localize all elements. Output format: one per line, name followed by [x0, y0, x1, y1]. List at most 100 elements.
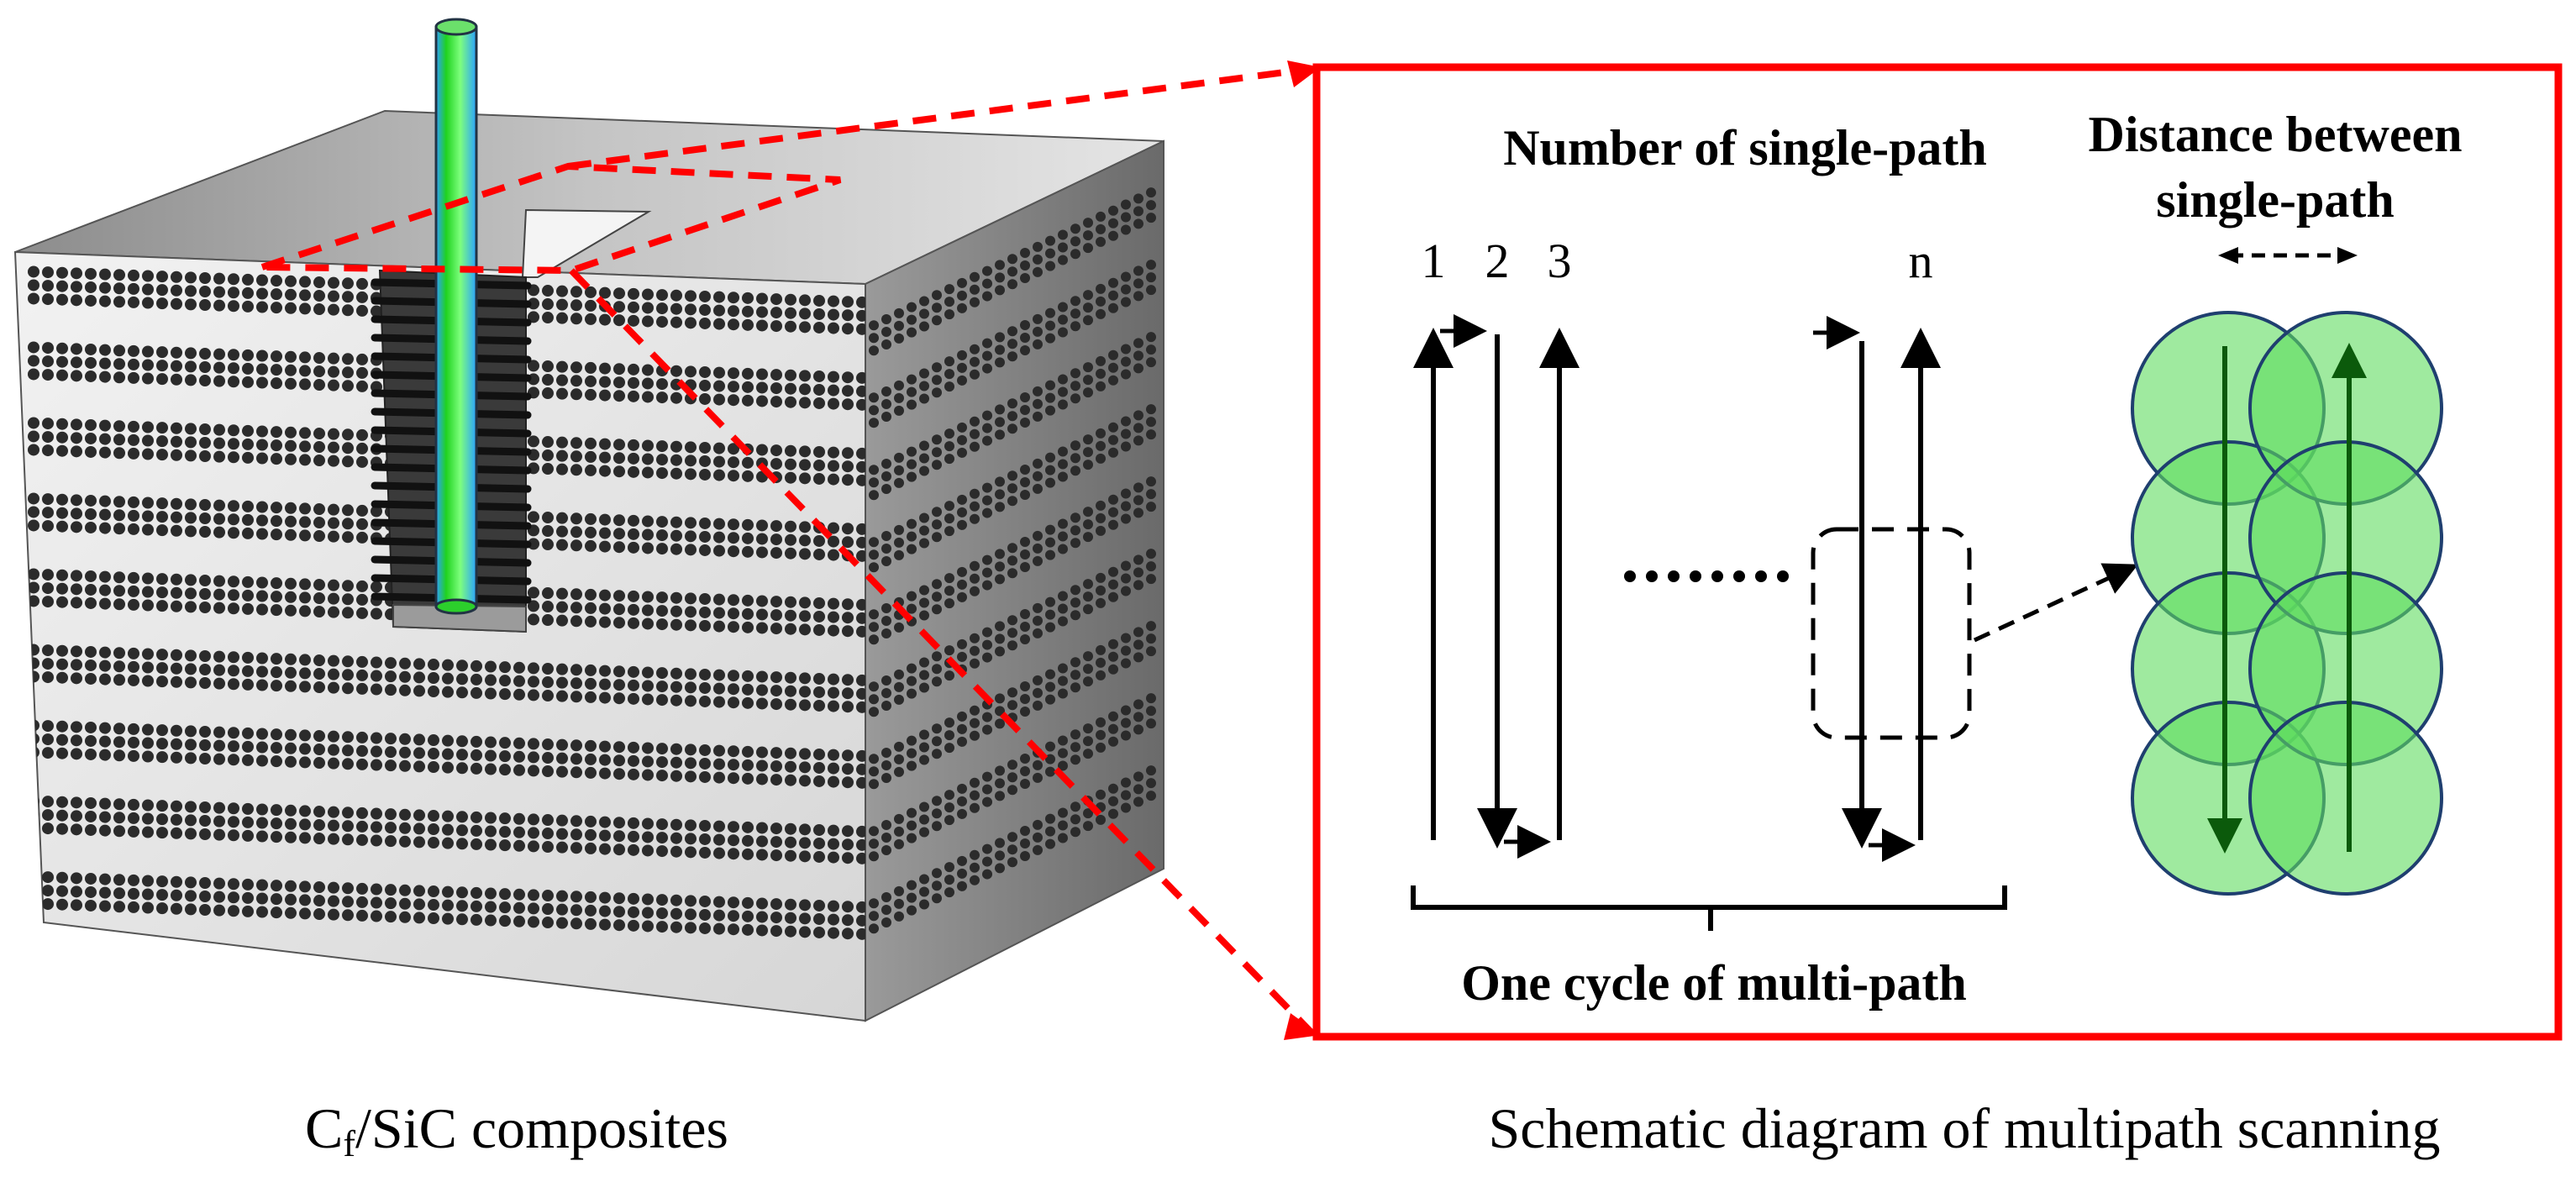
fiber-dot: [542, 765, 554, 778]
fiber-dot: [856, 323, 865, 335]
fiber-dot: [185, 574, 197, 586]
fiber-dot: [328, 579, 339, 591]
fiber-dot: [285, 453, 297, 465]
fiber-dot: [385, 746, 397, 759]
fiber-dot: [785, 520, 796, 533]
fiber-dot: [556, 601, 568, 613]
fiber-dot: [1070, 682, 1080, 693]
fiber-dot: [756, 292, 768, 305]
fiber-dot: [881, 399, 891, 410]
fiber-dot: [670, 907, 682, 920]
fiber-dot: [299, 276, 311, 288]
fiber-dot: [957, 277, 967, 288]
fiber-dot: [685, 681, 697, 694]
fiber-dot: [1020, 248, 1030, 259]
fiber-dot: [742, 834, 754, 847]
fiber-dot: [799, 370, 811, 382]
fiber-dot: [1083, 447, 1093, 458]
fiber-dot: [42, 355, 54, 368]
fiber-dot: [1033, 386, 1043, 397]
fiber-dot: [185, 903, 197, 916]
fiber-dot: [699, 908, 711, 921]
fiber-dot: [271, 804, 282, 817]
fiber-dot: [213, 877, 225, 890]
fiber-dot: [285, 742, 297, 754]
fiber-dot: [1121, 573, 1131, 584]
fiber-dot: [556, 614, 568, 627]
fiber-dot: [799, 850, 811, 863]
fiber-dot: [1007, 785, 1017, 796]
fiber-dot: [85, 672, 97, 685]
fiber-dot: [442, 823, 454, 836]
fiber-dot: [328, 592, 339, 605]
fiber-dot: [271, 275, 282, 287]
fiber-dot: [1096, 223, 1106, 234]
fiber-dot: [1007, 254, 1017, 265]
fiber-dot: [299, 654, 311, 666]
fiber-dot: [813, 370, 825, 382]
fiber-dot: [213, 602, 225, 614]
fiber-dot: [28, 430, 39, 443]
fiber-dot: [1121, 501, 1131, 512]
fiber-dot: [813, 761, 825, 774]
fiber-dot: [528, 840, 539, 853]
fiber-dot: [1096, 597, 1106, 608]
fiber-dot: [785, 849, 796, 862]
fiber-dot: [1045, 235, 1055, 246]
fiber-dot: [113, 736, 125, 749]
fiber-dot: [342, 580, 354, 592]
fiber-dot: [1108, 519, 1118, 530]
fiber-dot: [1108, 808, 1118, 819]
fiber-dot: [713, 922, 725, 935]
fiber-dot: [907, 892, 917, 903]
fiber-dot: [1020, 392, 1030, 403]
fiber-dot: [113, 523, 125, 535]
fiber-dot: [56, 809, 68, 822]
fiber-dot: [813, 472, 825, 485]
fiber-dot: [685, 592, 697, 605]
fiber-dot: [856, 536, 865, 549]
fiber-dot: [813, 926, 825, 938]
fiber-dot: [171, 373, 182, 386]
fiber-dot: [670, 770, 682, 782]
fiber-dot: [1133, 278, 1143, 289]
fiber-dot: [585, 753, 597, 765]
fiber-dot: [242, 451, 254, 464]
fiber-dot: [128, 887, 139, 900]
fiber-dot: [213, 801, 225, 814]
fiber-dot: [628, 452, 639, 465]
fiber-dot: [171, 271, 182, 283]
fiber-dot: [728, 532, 739, 544]
fiber-dot: [957, 507, 967, 518]
left-caption: Cf/SiC composites: [305, 1096, 728, 1164]
fiber-dot: [542, 387, 554, 400]
fiber-dot: [995, 417, 1005, 428]
fiber-dot: [185, 525, 197, 538]
fiber-dot: [1108, 783, 1118, 794]
fiber-dot: [1070, 525, 1080, 536]
fiber-dot: [513, 888, 525, 901]
fiber-dot: [1007, 483, 1017, 494]
fiber-dot: [99, 811, 111, 823]
fiber-dot: [1033, 675, 1043, 686]
fiber-dot: [285, 680, 297, 692]
fiber-dot: [528, 586, 539, 599]
fiber-dot: [842, 927, 854, 940]
fiber-dot: [471, 838, 482, 850]
fiber-dot: [856, 460, 865, 473]
fiber-dot: [628, 754, 639, 767]
fiber-dot: [799, 596, 811, 609]
fiber-dot: [299, 365, 311, 377]
fiber-dot: [907, 748, 917, 759]
fiber-dot: [1020, 681, 1030, 692]
fiber-dot: [256, 376, 268, 389]
fiber-dot: [982, 856, 992, 867]
fiber-dot: [385, 911, 397, 923]
fiber-dot: [728, 683, 739, 696]
fiber-dot: [656, 454, 668, 466]
fiber-dot: [642, 542, 654, 554]
fiber-dot: [770, 671, 782, 684]
fiber-dot: [1133, 567, 1143, 578]
fiber-dot: [356, 518, 368, 530]
fiber-dot: [1033, 458, 1043, 469]
